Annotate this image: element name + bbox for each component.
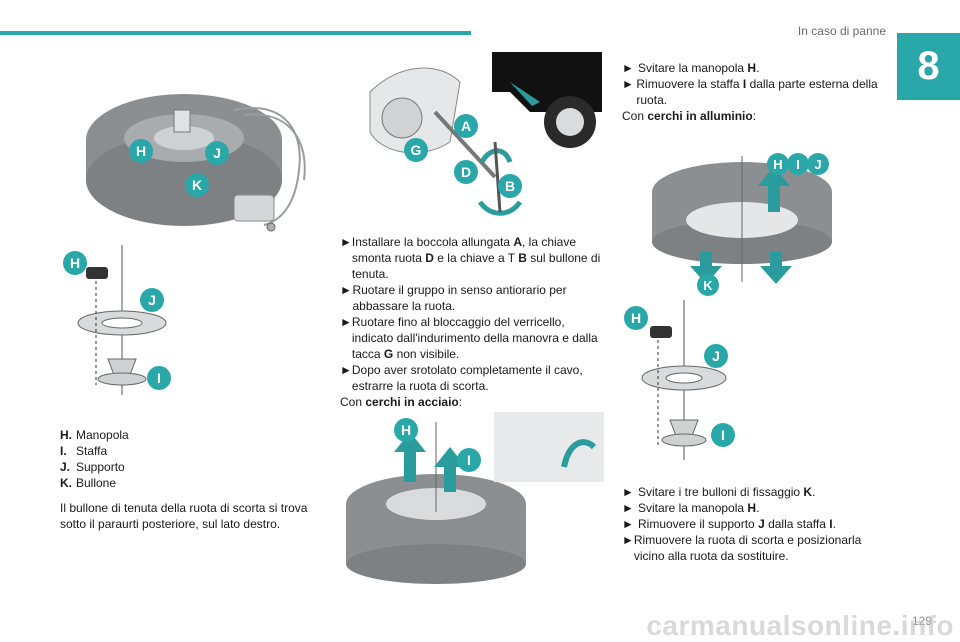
alloy-rim-figure: H I J K — [652, 153, 832, 296]
instruction-step: ►Rimuovere la staffa I dalla parte ester… — [622, 77, 878, 107]
instruction-step: ►Installare la boccola allungata A, la c… — [340, 235, 601, 281]
instruction-step: ►Svitare la manopola H. — [622, 61, 760, 75]
exploded-parts-figure: H J I — [63, 245, 171, 395]
instruction-step: ►Svitare la manopola H. — [622, 501, 760, 515]
callout-j: J — [213, 145, 221, 161]
callouts-hjk: H J K — [129, 139, 229, 197]
callout-j: J — [814, 157, 821, 172]
callout-b: B — [505, 178, 515, 194]
legend-item: J.Supporto — [60, 460, 125, 474]
callout-i: I — [721, 427, 725, 443]
callout-h: H — [136, 143, 146, 159]
callout-h: H — [70, 255, 80, 271]
alloy-rims-heading: Con cerchi in alluminio: — [622, 109, 757, 123]
callout-h: H — [401, 422, 411, 438]
watermark: carmanualsonline.info — [646, 610, 954, 641]
right-instructions-top: ►Svitare la manopola H. ►Rimuovere la st… — [622, 60, 884, 124]
right-instructions-bottom: ►Svitare i tre bulloni di fissaggio K. ►… — [622, 484, 884, 564]
callout-i: I — [796, 157, 800, 172]
callout-j: J — [148, 292, 156, 308]
header-rule — [0, 31, 471, 35]
alloy-exploded-parts-figure: H J I — [624, 300, 735, 460]
callout-g: G — [411, 142, 422, 158]
winch-tools-figure: A G D B — [369, 52, 602, 216]
callout-d: D — [461, 164, 471, 180]
callout-i: I — [157, 370, 161, 386]
instruction-step: ►Ruotare il gruppo in senso antiorario p… — [340, 283, 567, 313]
callout-h: H — [773, 157, 782, 172]
page-number: 129 — [911, 614, 932, 628]
section-title: In caso di panne — [797, 24, 886, 38]
callout-i: I — [467, 452, 471, 468]
instruction-step: ►Svitare i tre bulloni di fissaggio K. — [622, 485, 816, 499]
instruction-step: ►Rimuovere il supporto J dalla staffa I. — [622, 517, 836, 531]
legend-item: I.Staffa — [60, 444, 108, 458]
callout-k: K — [703, 278, 713, 293]
steel-rim-figure: H I — [346, 412, 604, 584]
instruction-step: ►Ruotare fino al bloccaggio del verricel… — [340, 315, 598, 361]
instruction-step: ►Dopo aver srotolato completamente il ca… — [340, 363, 583, 393]
chapter-tab: 8 — [897, 33, 960, 100]
legend-list: H.Manopola I.Staffa J.Supporto K.Bullone — [60, 427, 129, 491]
instruction-step: ►Rimuovere la ruota di scorta e posizion… — [622, 533, 862, 563]
note-text: Il bullone di tenuta della ruota di scor… — [60, 501, 308, 531]
middle-instructions: ►Installare la boccola allungata A, la c… — [340, 234, 602, 410]
callout-j: J — [712, 348, 720, 364]
callout-h: H — [631, 310, 641, 326]
callout-k: K — [192, 177, 202, 193]
legend-item: K.Bullone — [60, 476, 117, 490]
steel-rims-heading: Con cerchi in acciaio: — [340, 395, 463, 409]
legend-item: H.Manopola — [60, 428, 129, 442]
callout-a: A — [461, 118, 471, 134]
